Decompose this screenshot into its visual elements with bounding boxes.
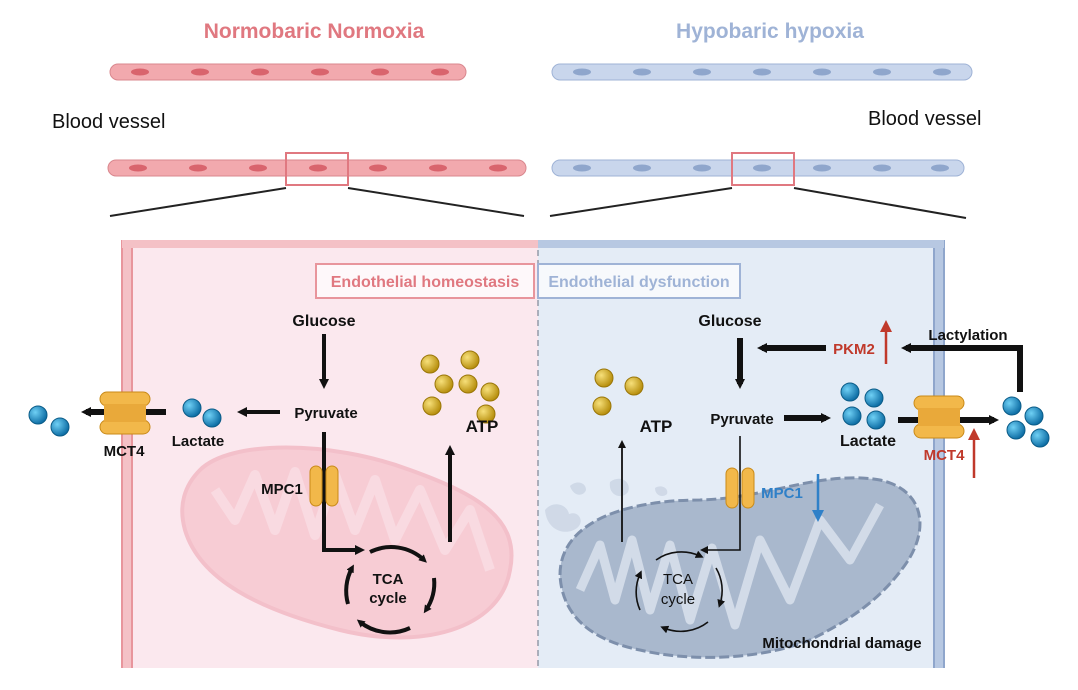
left-tca-line2: cycle bbox=[369, 590, 407, 607]
box-homeostasis bbox=[315, 263, 535, 299]
heading-hypoxia: Hypobaric hypoxia bbox=[676, 20, 864, 43]
right-lactate: Lactate bbox=[840, 433, 896, 450]
right-pkm2: PKM2 bbox=[833, 341, 875, 358]
right-pyruvate: Pyruvate bbox=[710, 411, 773, 428]
down-arrow-mpc1 bbox=[812, 474, 824, 522]
mpc1-transporter-left bbox=[309, 465, 339, 507]
right-tca-line1: TCA bbox=[663, 571, 693, 588]
label-endothelial-homeostasis: Endothelial homeostasis bbox=[331, 274, 520, 291]
membrane-left bbox=[121, 240, 538, 668]
up-arrow-pkm2 bbox=[880, 320, 892, 364]
right-tca-line2: cycle bbox=[661, 591, 695, 608]
box-dysfunction bbox=[537, 263, 741, 299]
right-mct4: MCT4 bbox=[924, 447, 965, 464]
vessel-top-left bbox=[109, 63, 467, 81]
mitochondrion-left bbox=[180, 445, 514, 640]
vessel-top-right bbox=[551, 63, 973, 81]
blood-vessel-label-left: Blood vessel bbox=[52, 111, 165, 133]
atp-molecules bbox=[420, 350, 644, 424]
vessel-bottom-right bbox=[551, 152, 965, 186]
vessel-bottom-left bbox=[107, 152, 527, 186]
right-mitochondrial-damage: Mitochondrial damage bbox=[762, 635, 921, 652]
tca-cycle-left bbox=[344, 545, 437, 635]
mpc1-transporter-right bbox=[725, 467, 755, 509]
left-atp: ATP bbox=[466, 417, 499, 436]
left-mct4: MCT4 bbox=[104, 443, 145, 460]
left-pyruvate: Pyruvate bbox=[294, 405, 357, 422]
mct4-transporter-left bbox=[99, 391, 151, 435]
membrane-right bbox=[538, 240, 945, 668]
right-lactylation: Lactylation bbox=[928, 327, 1007, 344]
mct4-transporter-right bbox=[913, 395, 965, 439]
up-arrow-mct4 bbox=[968, 428, 980, 478]
right-atp: ATP bbox=[640, 417, 673, 436]
left-tca-line1: TCA bbox=[373, 571, 404, 588]
right-glucose: Glucose bbox=[698, 313, 761, 330]
zoom-lines bbox=[109, 187, 967, 219]
left-mpc1: MPC1 bbox=[261, 481, 303, 498]
left-arrows bbox=[81, 334, 455, 555]
zoom-box-left bbox=[285, 152, 349, 186]
mitochondrion-right bbox=[545, 476, 922, 659]
label-endothelial-dysfunction: Endothelial dysfunction bbox=[548, 274, 729, 291]
blood-vessel-label-right: Blood vessel bbox=[868, 108, 981, 130]
zoom-box-right bbox=[731, 152, 795, 186]
right-mpc1: MPC1 bbox=[761, 485, 803, 502]
left-lactate: Lactate bbox=[172, 433, 225, 450]
tca-cycle-right bbox=[634, 550, 726, 634]
left-glucose: Glucose bbox=[292, 313, 355, 330]
heading-normoxia: Normobaric Normoxia bbox=[204, 20, 425, 43]
lactate-molecules bbox=[28, 382, 1050, 448]
